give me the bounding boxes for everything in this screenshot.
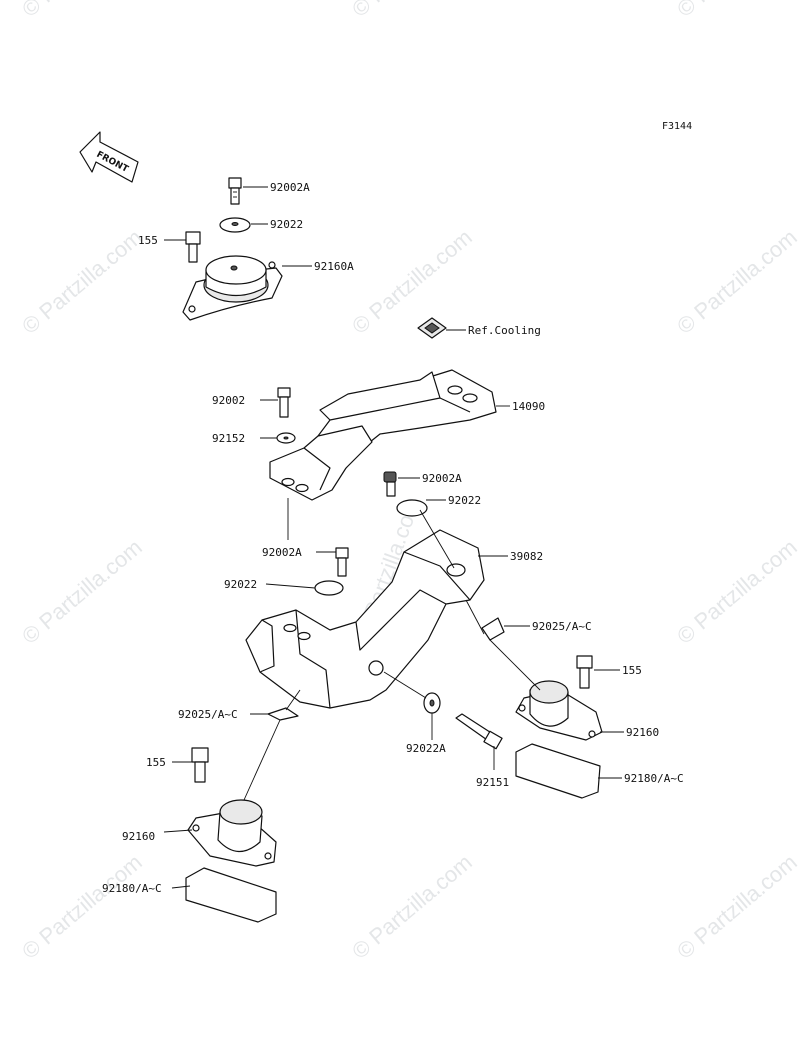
part-label-92002A-mid[interactable]: 92002A [422, 472, 462, 485]
part-label-155-right[interactable]: 155 [622, 664, 642, 677]
watermark: © Partzilla.com [17, 224, 147, 338]
watermark: © Partzilla.com [347, 224, 477, 338]
watermark: © Partzilla.com [17, 849, 147, 963]
part-label-92180-right[interactable]: 92180/A~C [624, 772, 684, 785]
watermark: © Partzilla.com [17, 534, 147, 648]
part-label-92022A[interactable]: 92022A [406, 742, 446, 755]
engine-mount-92160-left [185, 747, 277, 923]
watermark-layer: © Partzilla.com © Partzilla.com © Partzi… [17, 0, 800, 964]
watermark: © Partzilla.com [347, 0, 477, 22]
watermark: © Partzilla.com [672, 534, 800, 648]
watermark: © Partzilla.com [672, 224, 800, 338]
engine-mount-92160A [182, 177, 283, 321]
part-label-92160-right[interactable]: 92160 [626, 726, 659, 739]
part-label-39082[interactable]: 39082 [510, 550, 543, 563]
figure-code: F3144 [662, 121, 692, 132]
part-label-155-left[interactable]: 155 [146, 756, 166, 769]
part-label-92002A-top[interactable]: 92002A [270, 181, 310, 194]
clip-92025-right [481, 617, 505, 641]
part-label-92002A-low[interactable]: 92002A [262, 546, 302, 559]
watermark: © Partzilla.com [347, 849, 477, 963]
part-label-92152[interactable]: 92152 [212, 432, 245, 445]
part-label-92180-left[interactable]: 92180/A~C [102, 882, 162, 895]
part-label-92022-low[interactable]: 92022 [224, 578, 257, 591]
engine-mount-92160-right [515, 655, 603, 799]
watermark: © Partzilla.com [17, 0, 147, 22]
part-label-92002[interactable]: 92002 [212, 394, 245, 407]
part-label-155-top[interactable]: 155 [138, 234, 158, 247]
clip-92025-left [267, 707, 299, 721]
part-label-92022-mid[interactable]: 92022 [448, 494, 481, 507]
frame-39082 [245, 471, 503, 750]
part-label-ref-cooling[interactable]: Ref.Cooling [468, 324, 541, 337]
part-label-92151[interactable]: 92151 [476, 776, 509, 789]
part-label-92025-left[interactable]: 92025/A~C [178, 708, 238, 721]
front-arrow-icon: FRONT [79, 131, 139, 183]
part-label-92160A[interactable]: 92160A [314, 260, 354, 273]
part-label-92160-left[interactable]: 92160 [122, 830, 155, 843]
part-label-92022-top[interactable]: 92022 [270, 218, 303, 231]
watermark: © Partzilla.com [672, 849, 800, 963]
part-label-92025-right[interactable]: 92025/A~C [532, 620, 592, 633]
part-label-14090[interactable]: 14090 [512, 400, 545, 413]
part-labels: 92002A 92022 155 92160A Ref.Cooling 9200… [102, 181, 684, 895]
leader-lines [163, 186, 624, 889]
bracket-14090 [269, 317, 497, 501]
watermark: © Partzilla.com [672, 0, 800, 22]
